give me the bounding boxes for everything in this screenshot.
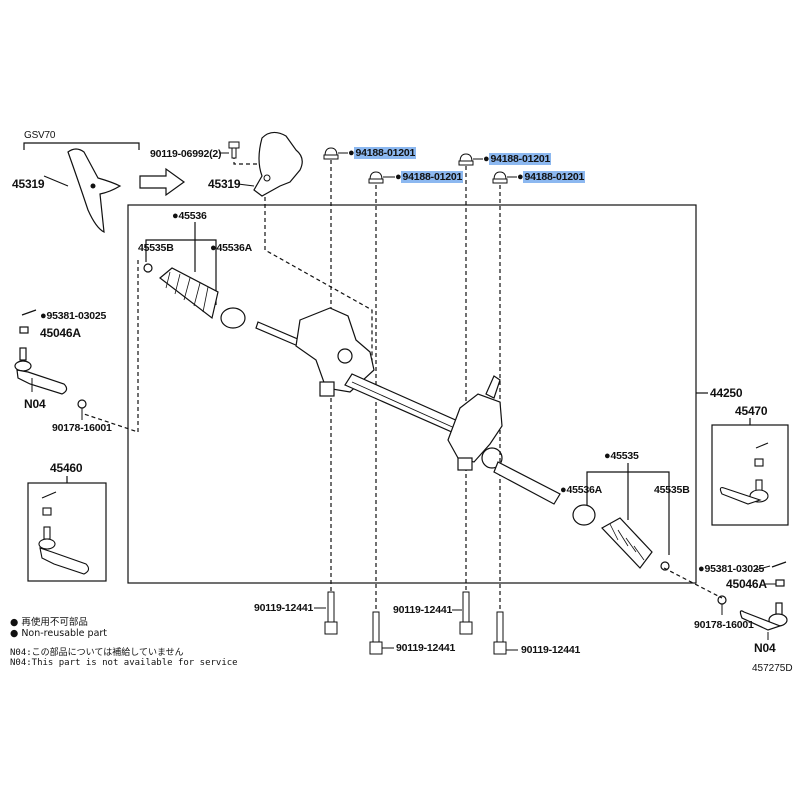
bullet-icon: ● <box>10 617 22 628</box>
bracket-left-drawing <box>67 148 122 234</box>
part-bolt-4[interactable]: 90119-12441 <box>521 644 581 656</box>
mount-bolt-drawings <box>324 591 507 655</box>
nut-2-number: 94188-01201 <box>401 171 464 183</box>
model-bracket-line <box>23 142 140 150</box>
part-cotter-pin-right[interactable]: 95381-03025 <box>698 563 764 575</box>
part-rack-assembly[interactable]: 44250 <box>710 386 743 400</box>
tie-rod-kit-right-drawing <box>719 442 769 505</box>
part-45319-left[interactable]: 45319 <box>12 177 45 191</box>
part-tie-rod-left-n04[interactable]: N04 <box>24 397 46 411</box>
part-tie-rod-kit-right[interactable]: 45470 <box>735 404 768 418</box>
part-lock-nut-right[interactable]: 90178-16001 <box>694 619 754 631</box>
part-bolt-2[interactable]: 90119-12441 <box>396 642 456 654</box>
part-nut-4[interactable]: 94188-01201 <box>517 171 586 183</box>
steering-rack-drawing <box>255 307 561 505</box>
tie-rod-end-right-drawing <box>717 561 788 631</box>
boot-right-drawing <box>572 504 670 571</box>
part-lock-nut-left[interactable]: 90178-16001 <box>52 422 112 434</box>
part-clip-left[interactable]: 45535B <box>138 242 174 254</box>
part-bolt-1[interactable]: 90119-12441 <box>254 602 314 614</box>
part-castle-nut-right[interactable]: 45046A <box>726 577 767 591</box>
part-45319-right[interactable]: 45319 <box>208 177 241 191</box>
part-tie-rod-kit-left[interactable]: 45460 <box>50 461 83 475</box>
legend-non-reusable-en: ● Non-reusable part <box>10 628 107 639</box>
part-bracket-bolt[interactable]: 90119-06992(2) <box>150 148 222 160</box>
part-clip-right[interactable]: 45535B <box>654 484 690 496</box>
rack-assembly-box <box>127 204 697 584</box>
nut-4-number: 94188-01201 <box>523 171 586 183</box>
legend-non-reusable-jp: ● 再使用不可部品 <box>10 614 88 628</box>
nut-drawings <box>323 147 508 184</box>
part-clamp-right[interactable]: 45536A <box>560 484 602 496</box>
bracket-bolt-drawing <box>228 141 240 159</box>
legend-n04-en: N04:This part is not available for servi… <box>10 658 238 668</box>
part-castle-nut-left[interactable]: 45046A <box>40 326 81 340</box>
part-boot-left[interactable]: 45536 <box>172 210 206 222</box>
nut-3-number: 94188-01201 <box>489 153 552 165</box>
bracket-right-drawing <box>253 131 303 197</box>
tie-rod-kit-left-drawing <box>38 491 90 575</box>
tie-rod-end-left-drawing <box>14 309 87 409</box>
part-cotter-pin-left[interactable]: 95381-03025 <box>40 310 106 322</box>
nut-1-number: 94188-01201 <box>354 147 417 159</box>
part-nut-1[interactable]: 94188-01201 <box>348 147 417 159</box>
diagram-code: 457275D <box>752 663 793 674</box>
boot-left-drawing <box>143 263 246 329</box>
model-label: GSV70 <box>24 130 56 141</box>
legend-en-text: Non-reusable part <box>21 628 108 639</box>
tie-rod-kit-right-box <box>711 424 789 526</box>
part-nut-2[interactable]: 94188-01201 <box>395 171 464 183</box>
part-clamp-left[interactable]: 45536A <box>210 242 252 254</box>
part-bolt-3[interactable]: 90119-12441 <box>393 604 453 616</box>
arrow-icon <box>139 167 186 197</box>
part-nut-3[interactable]: 94188-01201 <box>483 153 552 165</box>
bullet-icon: ● <box>10 628 22 639</box>
part-boot-right[interactable]: 45535 <box>604 450 638 462</box>
part-tie-rod-right-n04[interactable]: N04 <box>754 641 776 655</box>
legend-n04-jp: N04:この部品については補給していません <box>10 648 184 658</box>
legend-jp-text: 再使用不可部品 <box>21 617 88 628</box>
